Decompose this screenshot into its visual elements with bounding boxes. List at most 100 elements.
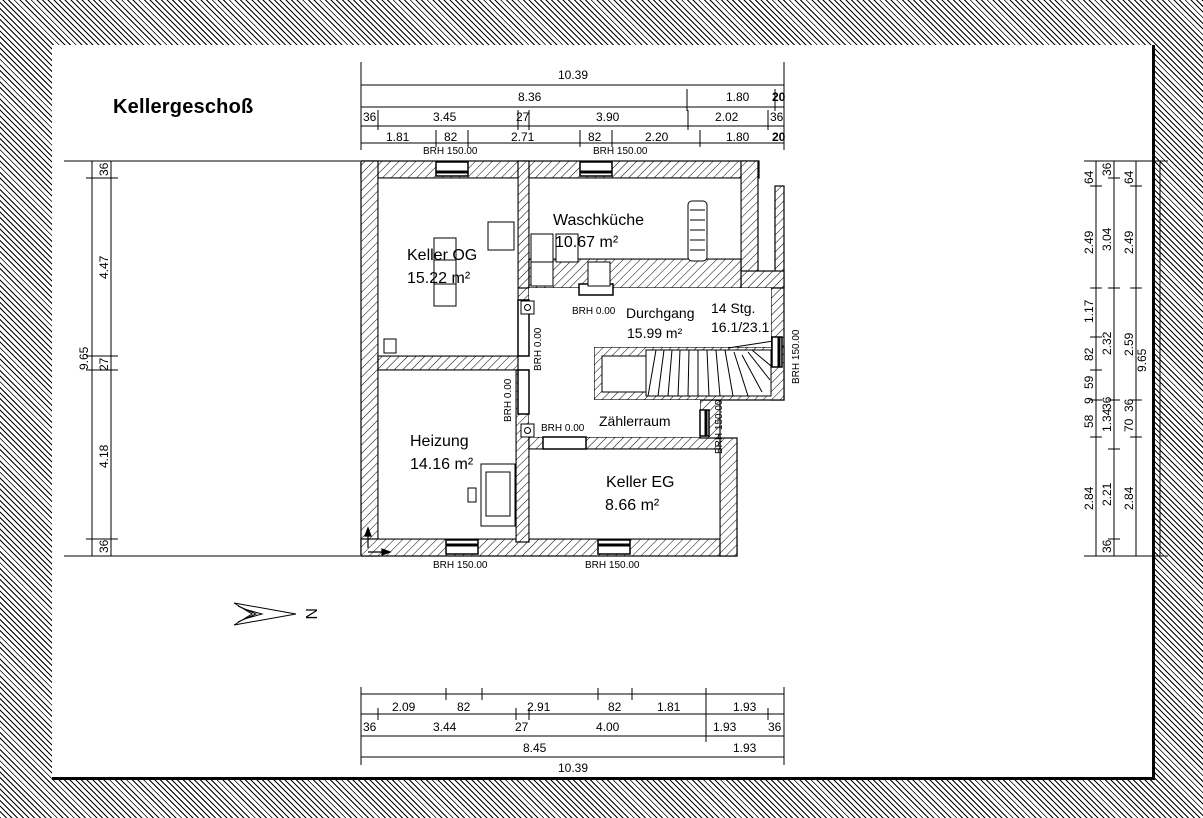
room-keller-og-area: 15.22 m² [407, 270, 471, 287]
dim-right-b2: 2.32 [1100, 331, 1114, 355]
floor-durchgang-2 [529, 347, 594, 400]
dim-left-total: 9.65 [77, 346, 91, 370]
dim-left-d: 4.18 [97, 444, 111, 468]
dim-right-total: 9.65 [1135, 348, 1149, 372]
window-north-right [579, 161, 613, 177]
dim-bot-total: 10.39 [558, 761, 588, 775]
dim-bot-r2-e: 1.93 [713, 720, 737, 734]
brh-bottom-left: BRH 150.00 [433, 560, 488, 571]
dim-top-r4-g: 20 [772, 130, 786, 144]
dim-right-b6: 36 [1100, 539, 1114, 553]
brh-top-right: BRH 150.00 [593, 146, 648, 157]
dim-bot-r1-f: 1.93 [733, 700, 757, 714]
dim-top-r4-f: 1.80 [726, 130, 750, 144]
dim-right-c0: 64 [1122, 170, 1136, 184]
stairs-count: 14 Stg. [711, 300, 755, 316]
window-south-right [597, 539, 631, 555]
dim-top-r3-d: 3.90 [596, 110, 620, 124]
dim-left-a: 36 [97, 162, 111, 176]
dim-right-b0: 36 [1100, 162, 1114, 176]
cabinet-keller-og [487, 221, 515, 251]
dim-top-r2-c: 20 [772, 90, 786, 104]
dim-top-r4-a: 1.81 [386, 130, 410, 144]
stair-tread [677, 349, 681, 397]
dim-top-r4-e: 2.20 [645, 130, 669, 144]
dim-right-c1: 2.49 [1122, 230, 1136, 254]
dim-bot-r2-b: 3.44 [433, 720, 457, 734]
dim-right-a5: 9 [1082, 397, 1096, 404]
window-north-left [435, 161, 469, 177]
hinge-circle [524, 427, 531, 434]
brh-stair-window: BRH 150.00 [791, 329, 802, 384]
dim-right-c3: 70 [1122, 418, 1136, 432]
dim-right-a0: 64 [1082, 170, 1096, 184]
stair-flight [645, 339, 781, 397]
north-label: N [302, 608, 319, 620]
dim-bot-r3-a: 8.45 [523, 741, 547, 755]
brh-inner-v1: BRH 0.00 [533, 327, 544, 371]
drain-icon [383, 338, 397, 354]
dim-top-r3-b: 3.45 [433, 110, 457, 124]
stair-tread [733, 351, 749, 397]
washer [530, 233, 554, 263]
brh-labels: BRH 150.00 BRH 150.00 BRH 150.00 BRH 150… [423, 146, 802, 571]
brh-zaehler-door: BRH 0.00 [541, 423, 585, 434]
dim-top-lines [360, 62, 785, 150]
door-keller-og [517, 299, 530, 357]
wall-east-lower [719, 437, 738, 557]
sink [530, 261, 554, 287]
stair-tread [667, 349, 673, 397]
dim-top-r2-a: 8.36 [518, 90, 542, 104]
stair-tread [741, 354, 763, 393]
dim-top-r4-d: 82 [588, 130, 602, 144]
brh-top-left: BRH 150.00 [423, 146, 478, 157]
dim-right-c2: 2.59 [1122, 332, 1136, 356]
drying-rack [687, 200, 708, 262]
dim-left-b: 4.47 [97, 255, 111, 279]
dim-bot-r1-d: 82 [608, 700, 622, 714]
stairs-ratio: 16.1/23.1 [711, 319, 770, 335]
brh-bottom-right: BRH 150.00 [585, 560, 640, 571]
stair-tread [706, 349, 710, 397]
furniture [383, 200, 708, 527]
wall-east-ledge [740, 270, 785, 289]
dim-top-r3-a: 36 [363, 110, 377, 124]
dim-right-a2: 1.17 [1082, 299, 1096, 323]
dim-left-lines [64, 160, 360, 557]
dim-top-r2-b: 1.80 [726, 90, 750, 104]
boiler-panel [485, 471, 511, 517]
door-heizung [517, 369, 530, 415]
tub [587, 261, 611, 287]
origin-marker [364, 526, 392, 556]
room-heizung-name: Heizung [410, 433, 469, 450]
door-hinges [520, 300, 535, 438]
room-zaehlerraum-name: Zählerraum [599, 413, 671, 429]
hinge-circle [524, 304, 531, 311]
dim-top-r3-f: 36 [770, 110, 784, 124]
stair-tread [647, 349, 657, 397]
dim-top-total: 10.39 [558, 68, 588, 82]
room-keller-eg-name: Keller EG [606, 474, 674, 491]
door-zaehler [542, 436, 587, 450]
dim-bot-r2-f: 36 [768, 720, 782, 734]
dim-bot-r2-c: 27 [515, 720, 529, 734]
dim-bot-r1-e: 1.81 [657, 700, 681, 714]
dim-right-a1: 2.49 [1082, 230, 1096, 254]
dryer [555, 233, 579, 263]
dim-right-b5: 2.21 [1100, 482, 1114, 506]
dim-left-text: 9.65 36 4.47 27 4.18 36 [77, 162, 111, 553]
dim-right-lines [1084, 160, 1168, 557]
stair-tread [715, 349, 721, 397]
dim-right-b4: 1.34 [1100, 408, 1114, 432]
boiler-pipe [467, 487, 477, 503]
room-keller-og-name: Keller OG [407, 247, 477, 264]
stair-tread [657, 349, 665, 397]
floor-zaehlerraum [529, 400, 700, 437]
dim-bot-r1-b: 82 [457, 700, 471, 714]
dim-right-a3: 82 [1082, 347, 1096, 361]
windows [435, 161, 783, 555]
dim-top-text: 10.39 8.36 1.80 20 36 3.45 27 3.90 2.02 … [363, 68, 786, 144]
floor-keller-eg [528, 448, 721, 540]
wall-south [360, 538, 738, 557]
